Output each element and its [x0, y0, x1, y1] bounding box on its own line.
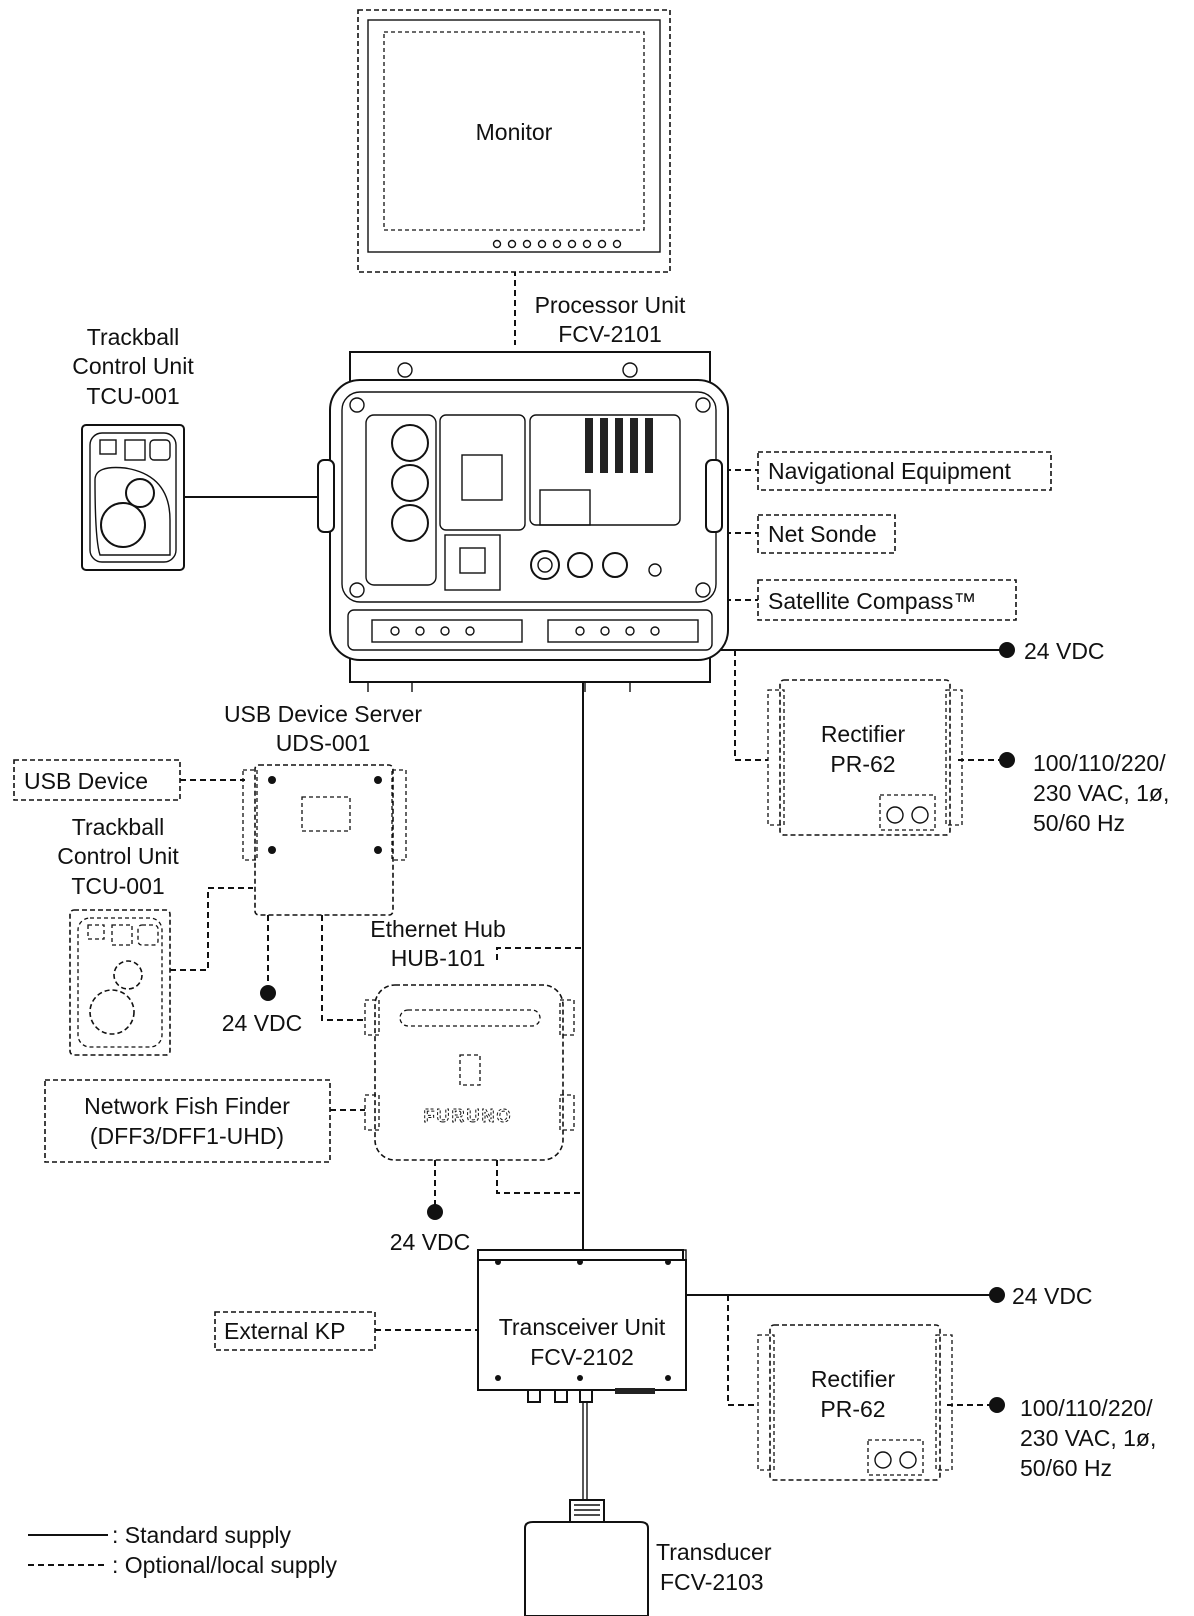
legend-optional-label: : Optional/local supply — [112, 1552, 338, 1578]
trackball-2-line2: Control Unit — [57, 843, 179, 869]
net-sonde-label: Net Sonde — [768, 521, 877, 547]
satellite-compass-box: Satellite Compass™ — [757, 579, 1017, 621]
usb-device-label: USB Device — [24, 768, 148, 794]
transceiver-model: FCV-2102 — [530, 1344, 634, 1370]
net-sonde-box: Net Sonde — [757, 514, 896, 554]
trackball-control-unit-1: Trackball Control Unit TCU-001 — [72, 324, 194, 571]
ac-power-1: 100/110/220/ 230 VAC, 1ø, 50/60 Hz — [1033, 750, 1169, 836]
fish-finder-line1: Network Fish Finder — [84, 1093, 290, 1119]
transducer: Transducer FCV-2103 — [524, 1499, 772, 1616]
legend-standard-label: : Standard supply — [112, 1522, 292, 1548]
rectifier-1: Rectifier PR-62 — [767, 679, 963, 836]
processor-unit-name: Processor Unit — [535, 292, 686, 318]
hub-name: Ethernet Hub — [370, 916, 506, 942]
monitor-label: Monitor — [476, 119, 553, 145]
satellite-compass-label: Satellite Compass™ — [768, 588, 976, 614]
fish-finder-line2: (DFF3/DFF1-UHD) — [90, 1123, 284, 1149]
rectifier-1-model: PR-62 — [830, 751, 895, 777]
usb-device-server: USB Device Server UDS-001 — [224, 701, 422, 916]
processor-24vdc-label: 24 VDC — [1024, 638, 1105, 664]
trackball-1-line2: Control Unit — [72, 353, 194, 379]
trackball-control-unit-2: Trackball Control Unit TCU-001 — [57, 814, 179, 1056]
trackball-2-line1: Trackball — [72, 814, 164, 840]
uds-name: USB Device Server — [224, 701, 422, 727]
connection-lines — [170, 270, 1000, 1500]
nav-equipment-box: Navigational Equipment — [757, 451, 1052, 491]
power-dot-24vdc-transceiver — [989, 1287, 1005, 1303]
network-fish-finder-box: Network Fish Finder (DFF3/DFF1-UHD) — [44, 1079, 331, 1163]
ac-1-line2: 230 VAC, 1ø, — [1033, 780, 1169, 806]
monitor-unit: Monitor — [357, 9, 671, 273]
rectifier-2: Rectifier PR-62 — [757, 1324, 953, 1481]
hub-brand: FURUNO — [424, 1106, 513, 1126]
ac-2-line2: 230 VAC, 1ø, — [1020, 1425, 1156, 1451]
transducer-model: FCV-2103 — [660, 1569, 764, 1595]
ac-1-line3: 50/60 Hz — [1033, 810, 1125, 836]
ac-1-line1: 100/110/220/ — [1033, 750, 1166, 776]
nav-equipment-label: Navigational Equipment — [768, 458, 1012, 484]
external-kp-label: External KP — [224, 1318, 345, 1344]
trackball-1-line1: Trackball — [87, 324, 179, 350]
processor-unit: Processor Unit FCV-2101 — [317, 292, 729, 692]
ethernet-hub: Ethernet Hub HUB-101 FURUNO — [364, 916, 575, 1161]
uds-model: UDS-001 — [276, 730, 371, 756]
ac-2-line3: 50/60 Hz — [1020, 1455, 1112, 1481]
processor-unit-model: FCV-2101 — [558, 321, 662, 347]
transceiver-name: Transceiver Unit — [499, 1314, 666, 1340]
monitor-buttons — [492, 239, 622, 249]
transducer-name: Transducer — [656, 1539, 772, 1565]
trackball-2-line3: TCU-001 — [71, 873, 164, 899]
power-dot-24vdc-processor — [999, 642, 1015, 658]
transceiver-unit: Transceiver Unit FCV-2102 — [477, 1249, 687, 1403]
transceiver-24vdc-label: 24 VDC — [1012, 1283, 1093, 1309]
hub-24vdc-label: 24 VDC — [390, 1229, 471, 1255]
hub-model: HUB-101 — [391, 945, 486, 971]
legend: : Standard supply : Optional/local suppl… — [28, 1522, 338, 1578]
power-dot-ac-rectifier-2 — [989, 1397, 1005, 1413]
power-dot-24vdc-uds — [260, 985, 276, 1001]
rectifier-1-name: Rectifier — [821, 721, 906, 747]
ac-2-line1: 100/110/220/ — [1020, 1395, 1153, 1421]
power-dot-24vdc-hub — [427, 1204, 443, 1220]
rectifier-2-name: Rectifier — [811, 1366, 896, 1392]
trackball-1-line3: TCU-001 — [86, 383, 179, 409]
rectifier-2-model: PR-62 — [820, 1396, 885, 1422]
external-kp-box: External KP — [214, 1311, 376, 1351]
power-dot-ac-rectifier-1 — [999, 752, 1015, 768]
usb-device-box: USB Device — [13, 759, 181, 801]
uds-24vdc-label: 24 VDC — [222, 1010, 303, 1036]
ac-power-2: 100/110/220/ 230 VAC, 1ø, 50/60 Hz — [1020, 1395, 1156, 1481]
